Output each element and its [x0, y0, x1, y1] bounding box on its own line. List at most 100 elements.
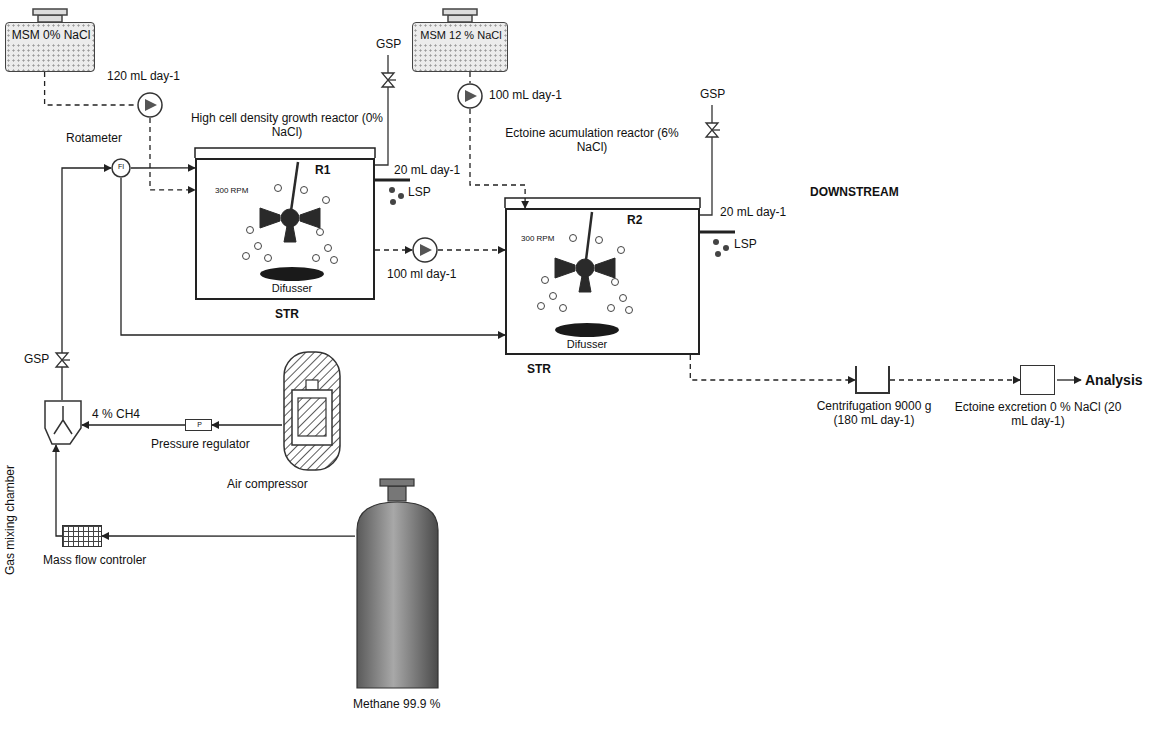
flow-line — [438, 249, 505, 250]
flow-line — [212, 424, 282, 425]
gas-bubble — [560, 305, 567, 312]
reactor-vessel-label: R2 — [627, 214, 642, 228]
flow-line — [82, 424, 185, 425]
reactor-vessel: Ectoine acumulation reactor (6% NaCl)R23… — [505, 208, 700, 355]
rotameter: RotameterFI — [111, 158, 131, 178]
reactor-vessel-label: STR — [527, 363, 551, 377]
gas-bubble — [317, 229, 324, 236]
reactor-vessel-label: High cell density growth reactor (0% NaC… — [187, 112, 387, 140]
pump-label: 100 ml day-1 — [387, 268, 456, 282]
flow-line — [469, 72, 470, 83]
output-arrow — [1057, 379, 1081, 380]
reactor-vessel-label: 300 RPM — [521, 234, 554, 243]
flow-line — [150, 118, 195, 190]
mass-flow-controller-label: Mass flow controler — [43, 554, 146, 568]
shape-part — [112, 159, 130, 177]
gas-bubble — [620, 295, 627, 302]
reactor-vessel-label: 300 RPM — [215, 186, 248, 195]
gas-bubble — [313, 255, 320, 262]
node-outline — [355, 500, 440, 690]
gas-mixing-chamber: Gas mixing chamber — [44, 400, 82, 445]
shape-part — [54, 406, 72, 434]
gas-bubble — [301, 187, 308, 194]
rotameter-label: Rotameter — [66, 132, 122, 146]
annotation-label: GSP — [376, 38, 401, 52]
shape-part — [555, 323, 619, 337]
pump-label: 100 mL day-1 — [489, 89, 562, 103]
shape-part — [306, 380, 318, 390]
gas-bubble — [626, 307, 633, 314]
excretion-unit: Ectoine excretion 0 % NaCl (20 mL day-1) — [1020, 365, 1055, 395]
shape-part — [413, 238, 437, 262]
shape-part — [420, 244, 432, 256]
annotation-label: 20 mL day-1 — [394, 164, 460, 178]
bottle-cap — [33, 9, 477, 22]
flow-line — [890, 379, 1020, 380]
flow-line — [375, 249, 412, 250]
gas-mixing-chamber-label: Gas mixing chamber — [4, 465, 18, 575]
gas-bubbles — [243, 185, 633, 314]
diffuser-label: Difusser — [567, 338, 607, 351]
reactor-vessel: High cell density growth reactor (0% NaC… — [195, 158, 375, 300]
node-outline — [44, 400, 82, 445]
medium-bottle-label: MSM 12 % NaCl — [418, 29, 503, 42]
flow-line — [102, 535, 355, 536]
excretion-unit-label: Ectoine excretion 0 % NaCl (20 mL day-1) — [953, 401, 1123, 429]
pump: 120 mL day-1 — [137, 92, 163, 118]
medium-bottle-label: MSM 0% NaCl — [10, 29, 93, 43]
pressure-regulator-label: Pressure regulator — [151, 438, 250, 452]
shape-part — [138, 93, 162, 117]
gas-bubble — [596, 237, 603, 244]
reactor-lid — [195, 148, 700, 208]
gas-bubble — [265, 255, 272, 262]
medium-bottle: MSM 12 % NaCl — [412, 22, 508, 72]
gas-bubble — [243, 253, 250, 260]
annotation-label: Analysis — [1085, 372, 1143, 388]
reactor-vessel-label: R1 — [315, 164, 330, 178]
gas-bubble — [255, 243, 262, 250]
annotation-label: 4 % CH4 — [92, 408, 140, 422]
impeller — [260, 162, 615, 292]
flow-line — [62, 168, 111, 400]
rotameter-label: FI — [118, 163, 124, 171]
shape-part — [284, 352, 340, 470]
gas-cylinder: Methane 99.9 % — [355, 500, 440, 690]
pump-label: 120 mL day-1 — [107, 70, 180, 84]
flow-line — [121, 178, 505, 335]
flow-line — [470, 109, 525, 208]
valve-symbol — [56, 73, 720, 367]
gas-bubble — [608, 305, 615, 312]
air-compressor: Air compressor — [282, 350, 342, 472]
gas-sampling-line — [375, 55, 712, 215]
shape-part — [260, 267, 324, 281]
centrifuge-label: Centrifugation 9000 g (180 mL day-1) — [809, 400, 939, 428]
node-outline — [457, 83, 483, 109]
shape-part — [45, 401, 81, 444]
annotation-label: GSP — [24, 353, 49, 367]
shape-part — [145, 99, 157, 111]
pressure-regulator-label: P — [197, 421, 202, 429]
flow-line — [690, 355, 855, 380]
annotation-label: LSP — [734, 238, 757, 252]
mass-flow-controller: Mass flow controler — [62, 525, 102, 547]
flow-line — [131, 167, 195, 168]
node-outline — [412, 237, 438, 263]
cylinder-valve — [380, 479, 414, 501]
flow-line — [56, 445, 62, 536]
node-outline — [282, 350, 342, 472]
gas-bubble — [618, 247, 625, 254]
shape-part — [357, 502, 438, 688]
gas-bubble — [331, 257, 338, 264]
shape-part — [465, 90, 477, 102]
pump: 100 ml day-1 — [412, 237, 438, 263]
annotation-label: DOWNSTREAM — [810, 186, 899, 200]
diffuser-label: Difusser — [272, 282, 312, 295]
annotation-label: 20 mL day-1 — [720, 206, 786, 220]
gas-bubble — [542, 277, 549, 284]
gas-bubble — [550, 293, 557, 300]
diffuser: Difusser — [254, 267, 330, 299]
gas-bubble — [612, 279, 619, 286]
